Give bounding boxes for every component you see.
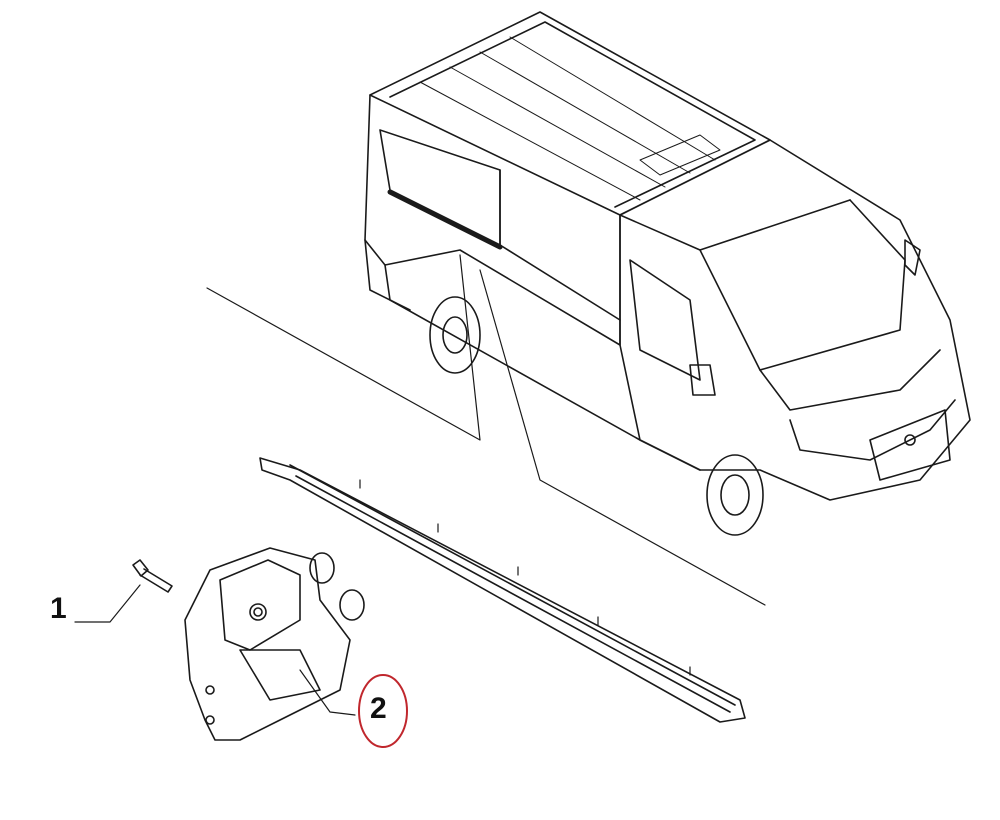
door-rail (259, 457, 746, 723)
roof-ribs (419, 36, 721, 201)
roller-bracket-part (184, 547, 365, 741)
callout-leaders (74, 584, 356, 716)
callout-label-1: 1 (50, 592, 67, 625)
bolt-part (132, 559, 173, 593)
leader-lines (206, 254, 766, 606)
van-illustration (364, 11, 971, 536)
callout-label-2: 2 (370, 692, 387, 725)
callout-2-highlight-circle (358, 674, 408, 748)
